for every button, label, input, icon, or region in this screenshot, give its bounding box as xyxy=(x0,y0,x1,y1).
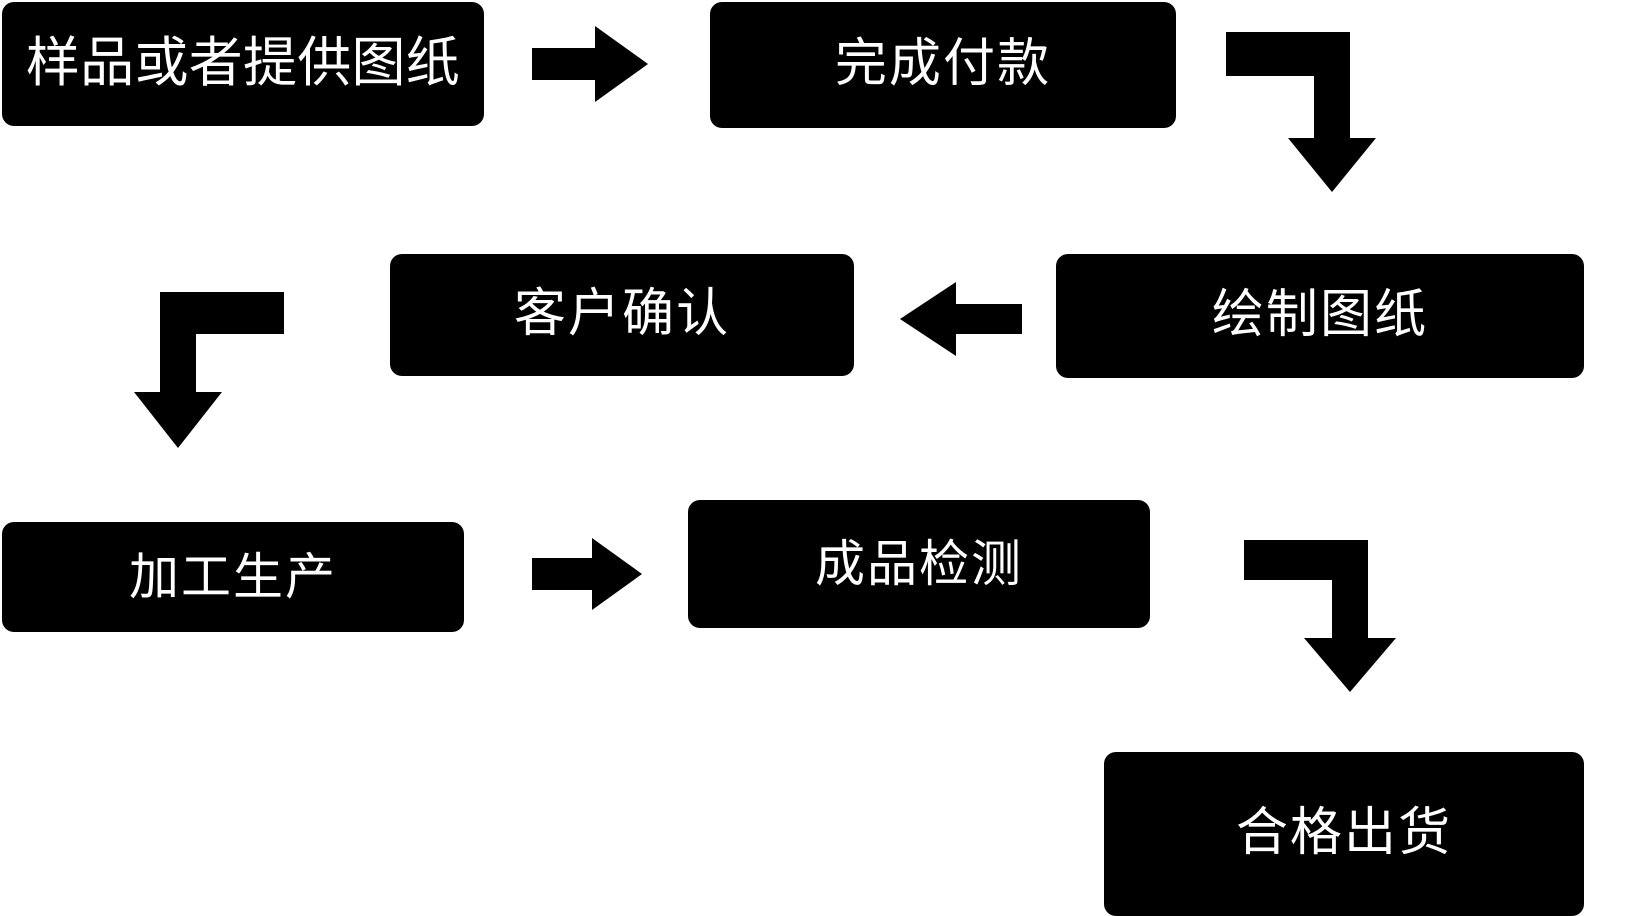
node-sample-label: 样品或者提供图纸 xyxy=(25,33,461,94)
arrow-right-icon xyxy=(532,538,642,610)
connector-payment-to-drawing xyxy=(1226,32,1382,196)
node-production-label: 加工生产 xyxy=(129,548,337,605)
elbow-arrow-down-icon xyxy=(1226,32,1376,192)
elbow-arrow-down-icon xyxy=(134,292,284,448)
node-inspection[interactable]: 成品检测 xyxy=(688,500,1150,628)
node-inspection-label: 成品检测 xyxy=(815,535,1023,592)
arrow-left-icon xyxy=(900,282,1022,356)
node-confirm-label: 客户确认 xyxy=(513,285,731,344)
arrow-right-icon xyxy=(532,26,648,102)
connector-production-to-inspection xyxy=(532,538,642,610)
node-payment-label: 完成付款 xyxy=(834,35,1052,94)
node-shipment[interactable]: 合格出货 xyxy=(1104,752,1584,916)
node-payment[interactable]: 完成付款 xyxy=(710,2,1176,128)
node-shipment-label: 合格出货 xyxy=(1235,804,1453,863)
connector-confirm-to-production xyxy=(120,292,284,448)
node-production[interactable]: 加工生产 xyxy=(2,522,464,632)
node-sample[interactable]: 样品或者提供图纸 xyxy=(2,2,484,126)
node-drawing-label: 绘制图纸 xyxy=(1211,286,1429,345)
connector-sample-to-payment xyxy=(532,26,648,102)
node-confirm[interactable]: 客户确认 xyxy=(390,254,854,376)
connector-inspection-to-shipment xyxy=(1244,540,1402,692)
connector-drawing-to-confirm xyxy=(900,282,1022,356)
node-drawing[interactable]: 绘制图纸 xyxy=(1056,254,1584,378)
elbow-arrow-down-icon xyxy=(1244,540,1396,692)
